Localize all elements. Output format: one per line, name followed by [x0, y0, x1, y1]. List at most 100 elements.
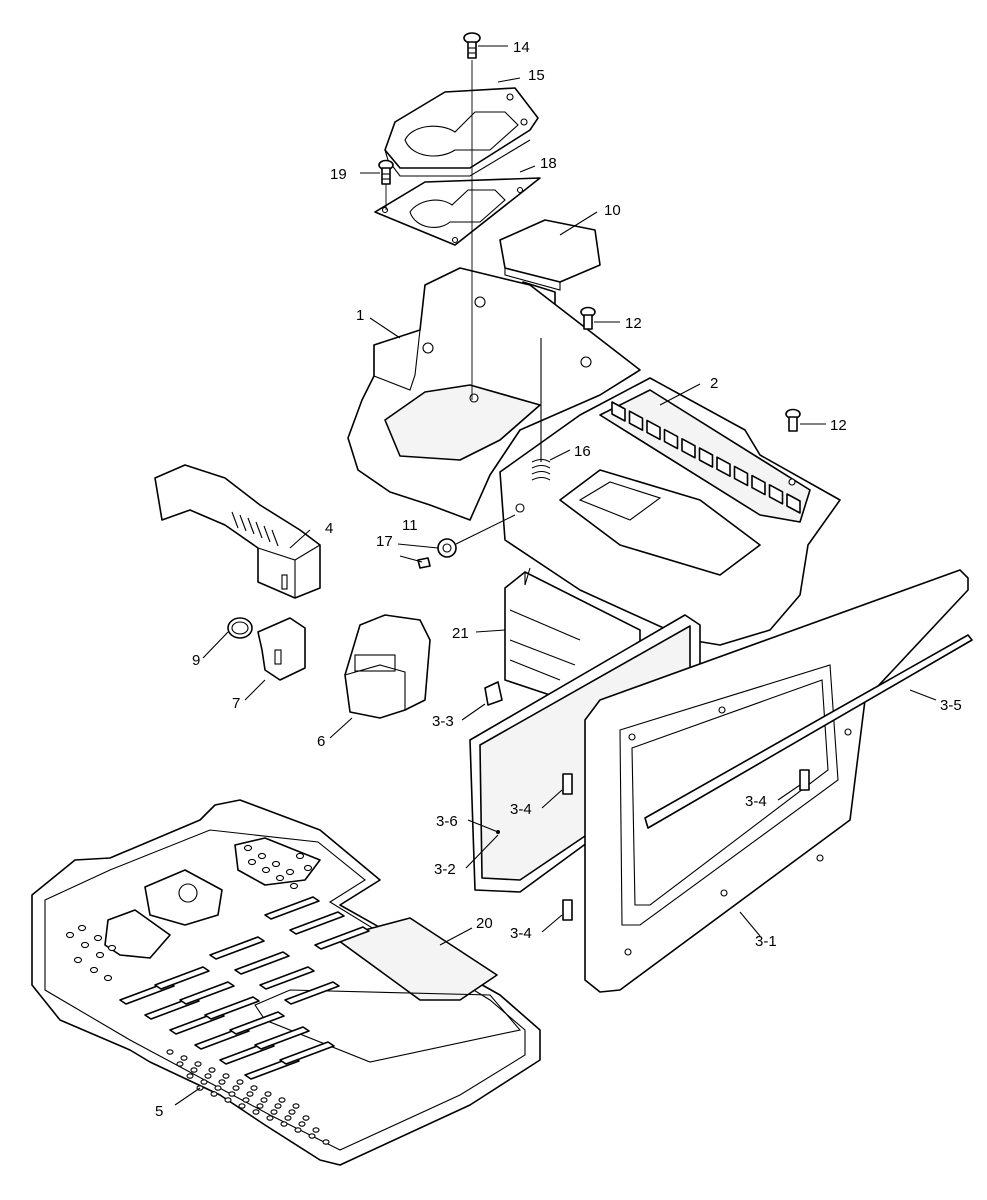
mat-slot	[259, 966, 315, 990]
mat-slots	[119, 896, 370, 1080]
mat-hole	[284, 1115, 292, 1121]
mat-hole	[180, 1055, 188, 1061]
mat-hole	[204, 1073, 212, 1079]
mat-slot	[234, 951, 290, 975]
label-14: 14	[513, 39, 530, 56]
label-11: 11	[402, 517, 418, 534]
mat-hole	[176, 1061, 184, 1067]
switch-cell	[663, 428, 679, 450]
switch-cell	[698, 447, 714, 468]
mat-hole	[270, 1109, 278, 1115]
mat-slot	[154, 966, 210, 990]
mat-hole	[266, 1115, 274, 1121]
part-5-floor-mat	[31, 799, 541, 1166]
mat-slot	[204, 996, 260, 1020]
label-16: 16	[574, 443, 591, 460]
switch-cell	[768, 484, 784, 505]
label-3-6: 3-6	[436, 813, 458, 830]
switch-cell	[646, 419, 661, 441]
part-14-screw	[463, 32, 481, 59]
mat-slot	[279, 1041, 335, 1065]
mat-hole	[260, 1097, 268, 1103]
mat-hole	[275, 874, 285, 882]
mat-hole	[256, 1103, 264, 1109]
mat-hole	[264, 1091, 272, 1097]
mat-hole	[73, 956, 83, 964]
label-10: 10	[604, 202, 621, 219]
mat-hole	[247, 858, 257, 866]
part-6-bracket-cover	[344, 614, 431, 719]
label-2: 2	[710, 375, 718, 392]
mat-hole	[89, 966, 99, 974]
switch-cell	[628, 410, 644, 431]
label-12b: 12	[830, 417, 847, 434]
mat-hole	[298, 1121, 306, 1127]
switch-cell	[751, 474, 766, 496]
label-21: 21	[452, 625, 469, 642]
mat-hole	[232, 1085, 240, 1091]
mat-hole	[243, 844, 253, 852]
mat-hole	[250, 1085, 258, 1091]
part-12-screw-b	[785, 408, 801, 432]
mat-slot	[314, 926, 370, 950]
switch-cell	[786, 493, 801, 514]
switch-cell	[681, 438, 696, 459]
mat-hole	[80, 941, 90, 949]
mat-hole	[166, 1049, 174, 1055]
part-19-screw	[378, 159, 394, 185]
callout-labels: 14 15 19 18 10 12 1 2 12 16 4 11 17 21 9…	[155, 39, 962, 1120]
mat-hole	[103, 974, 113, 982]
label-18: 18	[540, 155, 557, 172]
part-17-screw	[417, 557, 431, 569]
mat-hole	[222, 1073, 230, 1079]
part-18-gasket	[374, 177, 541, 246]
leader-lines	[174, 45, 937, 1106]
label-17: 17	[376, 533, 393, 550]
mat-hole	[210, 1091, 218, 1097]
mat-hole	[285, 868, 295, 876]
mat-hole	[288, 1109, 296, 1115]
label-3-4c: 3-4	[510, 925, 532, 942]
mat-hole	[107, 944, 117, 952]
label-9: 9	[192, 652, 200, 669]
mat-hole	[190, 1067, 198, 1073]
label-3-5: 3-5	[940, 697, 962, 714]
mat-hole	[278, 1097, 286, 1103]
mat-hole	[274, 1103, 282, 1109]
part-3-3-clip	[484, 681, 503, 706]
mat-hole	[95, 951, 105, 959]
mat-slot	[264, 896, 320, 920]
label-3-3: 3-3	[432, 713, 454, 730]
part-16-spring	[531, 338, 551, 481]
mat-holes	[65, 844, 330, 1145]
mat-hole	[252, 1109, 260, 1115]
mat-hole	[77, 924, 87, 932]
mat-hole	[236, 1079, 244, 1085]
mat-hole	[257, 852, 267, 860]
part-7-nozzle	[257, 617, 306, 681]
part-15-cover	[384, 87, 539, 177]
mat-hole	[294, 1127, 302, 1133]
mat-hole	[186, 1073, 194, 1079]
mat-slot	[254, 1026, 310, 1050]
part-3-4-pad-a	[562, 773, 573, 795]
switch-cell	[716, 456, 731, 477]
mat-hole	[261, 866, 271, 874]
mat-hole	[322, 1139, 330, 1145]
mat-hole	[280, 1121, 288, 1127]
label-3-4b: 3-4	[745, 793, 767, 810]
part-1-upper-console	[347, 267, 641, 521]
switch-cell	[733, 465, 749, 487]
label-12a: 12	[625, 315, 642, 332]
label-19: 19	[330, 166, 347, 183]
label-15: 15	[528, 67, 545, 84]
label-5: 5	[155, 1103, 163, 1120]
label-3-2: 3-2	[434, 861, 456, 878]
mat-hole	[228, 1091, 236, 1097]
mat-hole	[93, 934, 103, 942]
mat-hole	[200, 1079, 208, 1085]
mat-hole	[214, 1085, 222, 1091]
mat-slot	[284, 981, 340, 1005]
mat-hole	[208, 1067, 216, 1073]
